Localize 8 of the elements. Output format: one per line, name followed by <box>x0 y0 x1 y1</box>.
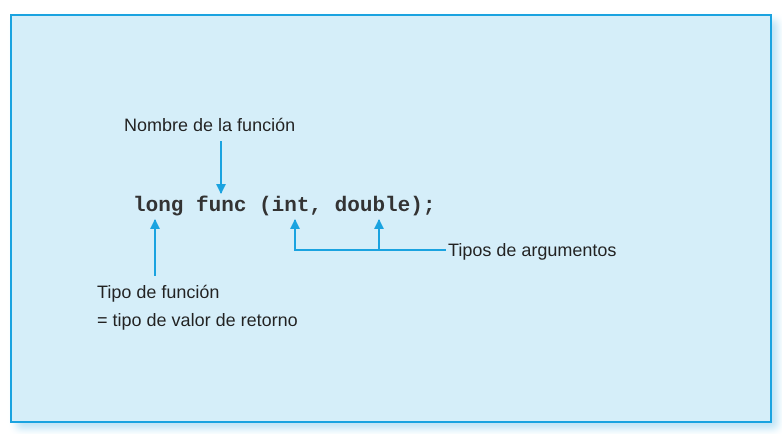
leader-line <box>374 219 446 251</box>
annotation-label: Tipo de función <box>97 281 220 304</box>
annotation-label: = tipo de valor de retorno <box>97 309 298 332</box>
annotation-label: Nombre de la función <box>124 114 296 137</box>
annotation-label: Tipos de argumentos <box>448 239 616 262</box>
leader-line <box>150 219 160 276</box>
leader-line <box>216 141 226 194</box>
code-line: long func (int, double); <box>133 195 436 218</box>
